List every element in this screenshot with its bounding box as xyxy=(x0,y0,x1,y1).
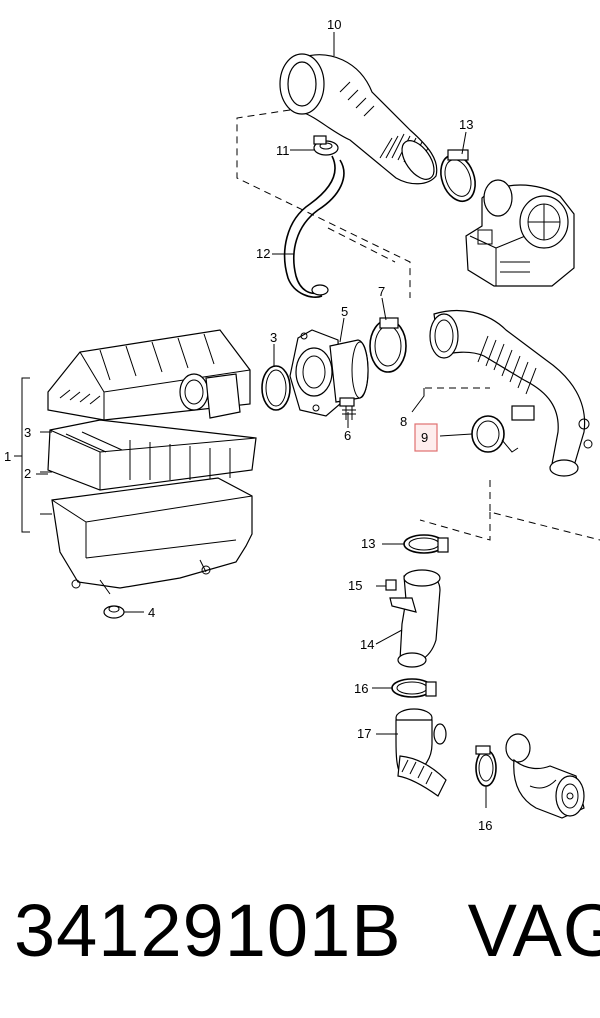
callout-7: 7 xyxy=(378,284,385,299)
callout-17: 17 xyxy=(357,726,371,741)
part-9-seal-ring xyxy=(471,415,519,453)
part-8-bellows xyxy=(477,335,537,395)
turbocharger xyxy=(505,733,585,819)
callout-3-lid: 3 xyxy=(24,425,31,440)
brand-name: VAG xyxy=(467,889,600,972)
part-14-pipe xyxy=(389,569,441,668)
part-9-highlight xyxy=(414,423,438,452)
part-10-intake-hose xyxy=(279,53,438,185)
callout-16-lower: 16 xyxy=(478,818,492,833)
part-8-intake-pipe xyxy=(429,309,593,477)
part-3-seal-ring xyxy=(261,365,291,411)
part-4-grommet xyxy=(103,605,144,619)
callout-13: 13 xyxy=(459,117,473,132)
part-13-hose-clamp-lower xyxy=(403,534,449,554)
callout-6: 6 xyxy=(344,428,351,443)
callout-1: 1 xyxy=(4,449,11,464)
part-6-bolt xyxy=(339,397,356,420)
callout-2: 2 xyxy=(24,466,31,481)
part-16-clamp-upper xyxy=(391,678,437,698)
callout-11: 11 xyxy=(276,143,290,158)
callout-3-seal: 3 xyxy=(270,330,277,345)
part-7-clamp xyxy=(369,317,407,373)
callouts: 10 11 12 13 7 5 3 8 9 1 2 3 4 6 13 15 14… xyxy=(4,17,492,833)
air-filter-lid xyxy=(47,329,251,421)
assembly-guide-lines xyxy=(236,109,600,541)
air-filter-element xyxy=(47,419,257,491)
part-13-hose-clamp-top xyxy=(440,149,476,203)
leader-lines xyxy=(36,32,473,735)
part-11-clip xyxy=(313,135,339,156)
part-number-footer: 34129101B VAG xyxy=(14,888,600,988)
part-number: 34129101B xyxy=(14,889,402,972)
throttle-body xyxy=(465,179,575,287)
air-filter-housing-lower xyxy=(51,477,253,595)
part-17-elbow xyxy=(395,708,447,797)
callout-12: 12 xyxy=(256,246,270,261)
callout-13-lower: 13 xyxy=(361,536,375,551)
callout-8: 8 xyxy=(400,414,407,429)
callout-10: 10 xyxy=(327,17,341,32)
diagram-svg: 10 11 12 13 7 5 3 8 9 1 2 3 4 6 13 15 14… xyxy=(4,17,600,833)
group-1-bracket xyxy=(14,377,52,533)
part-5-flange xyxy=(289,329,369,417)
part-16-clamp-lower xyxy=(475,745,497,808)
part-15-nut xyxy=(376,579,397,591)
callout-14: 14 xyxy=(360,637,374,652)
callout-9: 9 xyxy=(421,430,428,445)
callout-5: 5 xyxy=(341,304,348,319)
callout-15: 15 xyxy=(348,578,362,593)
part-12-breather-hose xyxy=(283,155,345,298)
callout-16-upper: 16 xyxy=(354,681,368,696)
callout-4: 4 xyxy=(148,605,155,620)
